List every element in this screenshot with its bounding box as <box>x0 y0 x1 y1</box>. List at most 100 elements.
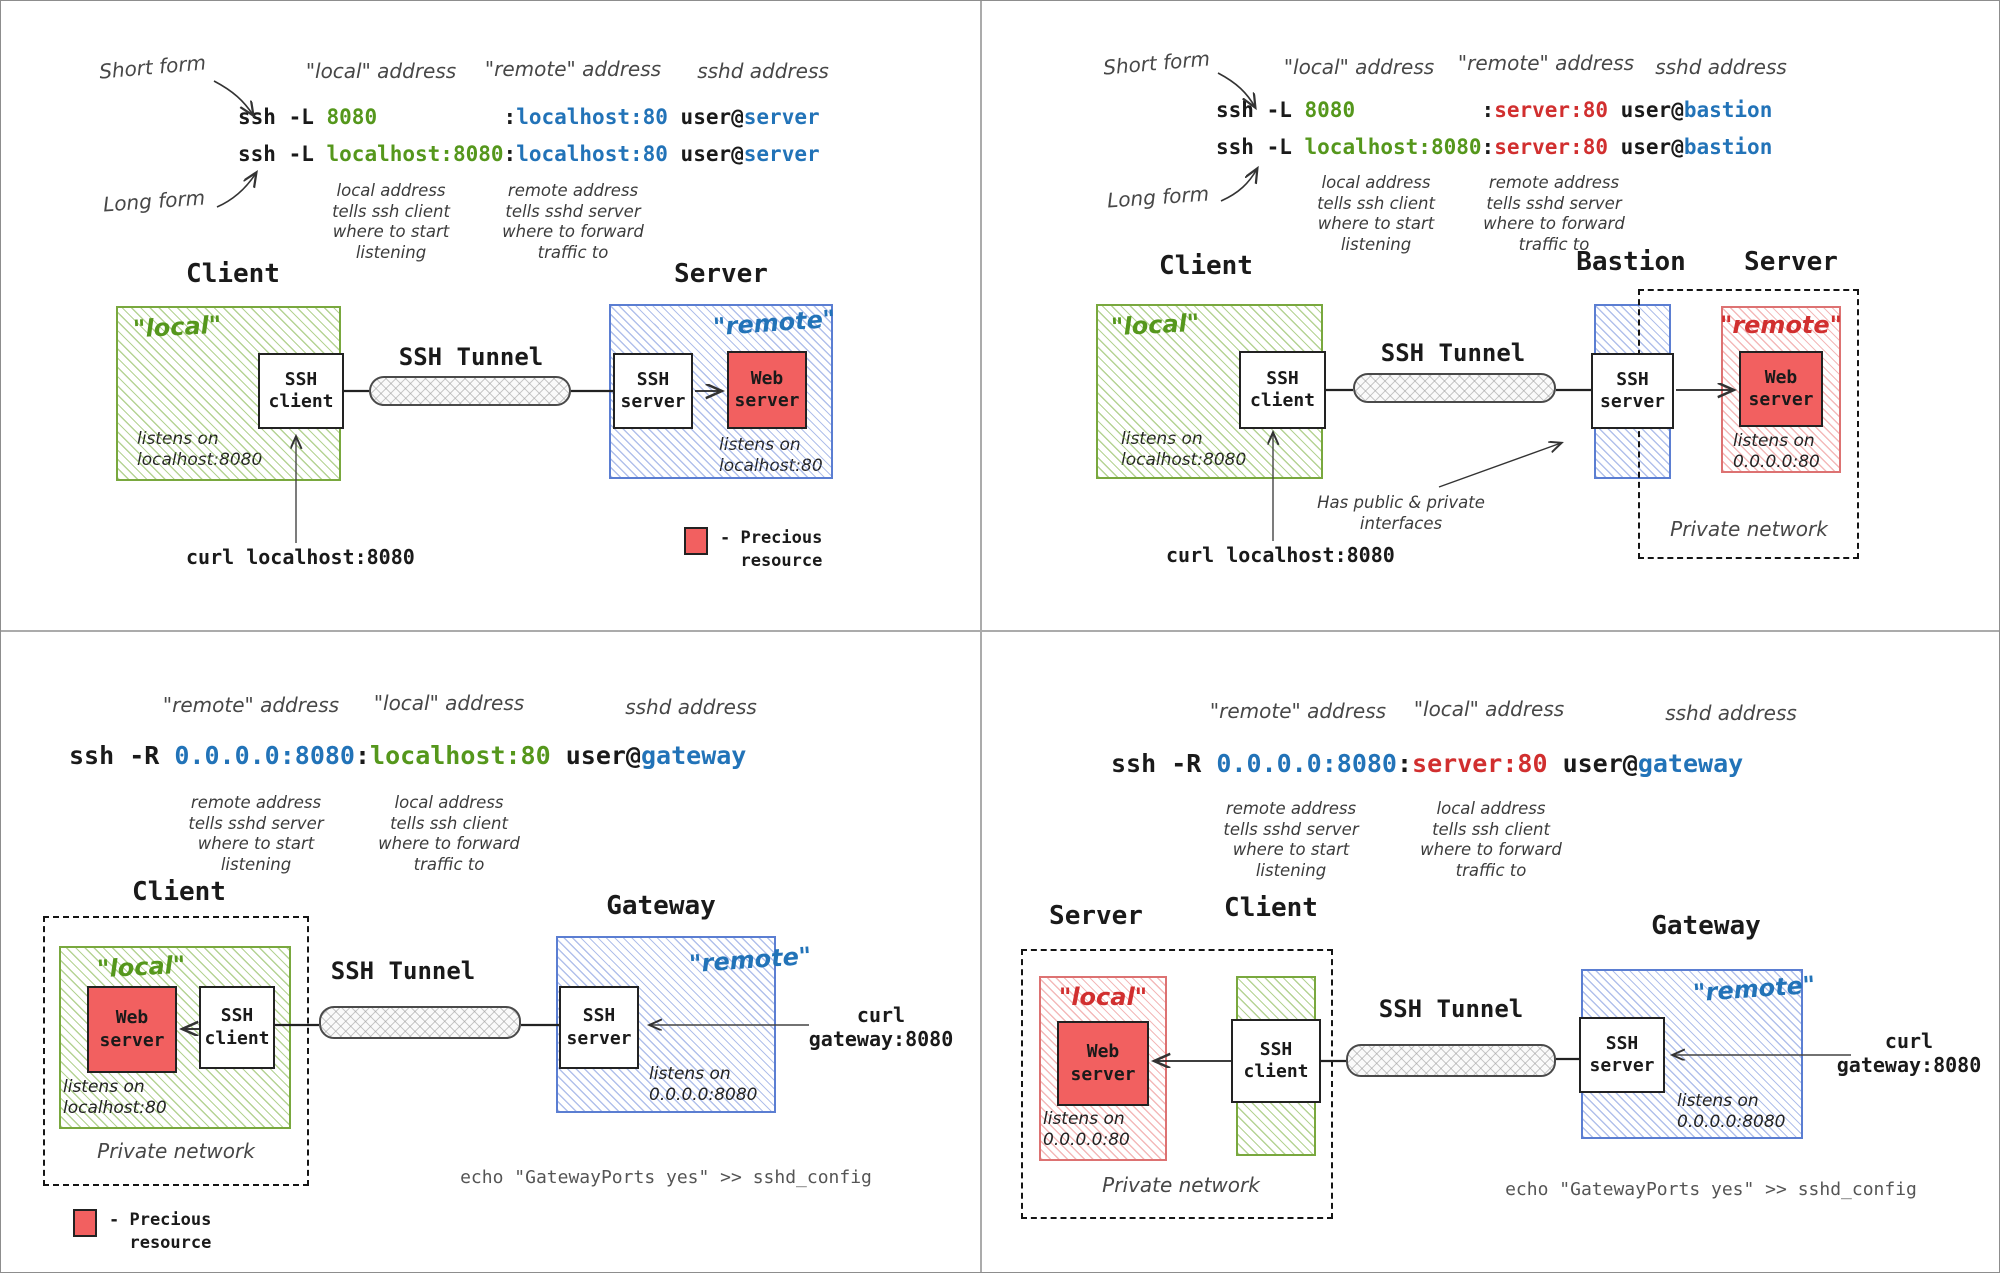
server-title: Server <box>674 259 768 289</box>
cmd-seg: ssh -R <box>69 741 175 770</box>
cmd-seg-local: 8080 <box>326 105 378 129</box>
curl-command: curl localhost:8080 <box>1166 543 1395 567</box>
cmd-seg-host: server <box>743 142 820 166</box>
web-listen-note: listens on 0.0.0.0:80 <box>1043 1109 1130 1151</box>
local-address-label: "local" address <box>1413 697 1565 721</box>
cmd-seg <box>377 105 503 129</box>
long-form-arrow <box>1220 169 1257 202</box>
cmd-seg-remote: server:80 <box>1494 98 1608 122</box>
ssh-tunnel-tube <box>319 1006 521 1039</box>
local-address-label: "local" address <box>305 59 457 83</box>
remote-address-label: "remote" address <box>484 57 662 81</box>
client-title: Client <box>1159 251 1253 281</box>
web-server-box: Web server <box>1057 1021 1149 1106</box>
client-title: Client <box>132 877 226 907</box>
local-tag: "local" <box>1110 308 1201 342</box>
gateway-title: Gateway <box>606 891 716 921</box>
ssh-tunnel-label: SSH Tunnel <box>1380 339 1526 367</box>
remote-address-note: remote address tells sshd server where t… <box>188 793 324 874</box>
private-network-box <box>1021 949 1333 1219</box>
ssh-server-box: SSH server <box>1591 353 1674 429</box>
ssh-server-box: SSH server <box>1579 1017 1665 1093</box>
ssh-command: ssh -R 0.0.0.0:8080:localhost:80 user@ga… <box>69 741 746 770</box>
remote-forward-panel: "remote" address "local" address sshd ad… <box>1 631 981 1272</box>
client-title: Client <box>186 259 280 289</box>
ssh-tunnel-label: SSH Tunnel <box>1378 995 1524 1023</box>
cmd-seg: user@ <box>1607 98 1684 122</box>
curl-command: curl localhost:8080 <box>186 545 415 569</box>
ssh-tunnel-tube <box>1353 373 1556 403</box>
ssh-client-box: SSH client <box>1231 1019 1321 1103</box>
ssh-command: ssh -R 0.0.0.0:8080:server:80 user@gatew… <box>1111 749 1743 778</box>
private-network-label: Private network <box>97 1139 255 1163</box>
private-network-box <box>43 916 309 1186</box>
sshd-address-label: sshd address <box>697 59 829 83</box>
cmd-seg: user@ <box>667 105 744 129</box>
cmd-seg-remote: localhost:80 <box>516 142 668 166</box>
local-address-label: "local" address <box>1283 55 1435 79</box>
remote-forward-server-panel: "remote" address "local" address sshd ad… <box>981 631 1999 1272</box>
cmd-seg: : <box>1481 98 1495 122</box>
ssh-command-long: ssh -L localhost:8080:server:80 user@bas… <box>1216 135 1772 159</box>
local-tag: "local" <box>1058 983 1148 1011</box>
local-tag: "local" <box>96 950 187 984</box>
cmd-seg-host: bastion <box>1683 135 1773 159</box>
cmd-seg-host: bastion <box>1683 98 1773 122</box>
remote-address-label: "remote" address <box>1457 51 1635 75</box>
ssh-tunnel-label: SSH Tunnel <box>398 343 544 371</box>
ssh-command-short: ssh -L 8080 :server:80 user@bastion <box>1216 98 1772 122</box>
web-server-box: Web server <box>87 986 177 1073</box>
cmd-seg: ssh -L <box>1216 98 1305 122</box>
cmd-seg: ssh -L <box>238 142 327 166</box>
client-title: Client <box>1224 893 1318 923</box>
remote-address-note: remote address tells sshd server where t… <box>1223 799 1359 880</box>
local-address-note: local address tells ssh client where to … <box>332 181 450 262</box>
ssh-client-box: SSH client <box>258 353 344 429</box>
remote-address-note: remote address tells sshd server where t… <box>1483 173 1625 254</box>
local-address-note: local address tells ssh client where to … <box>1317 173 1435 254</box>
cmd-seg-local: 8080 <box>1304 98 1356 122</box>
web-server-box: Web server <box>727 351 807 429</box>
local-address-note: local address tells ssh client where to … <box>1420 799 1562 880</box>
ssh-server-box: SSH server <box>613 353 693 429</box>
legend-label: - Precious resource <box>720 528 823 571</box>
cmd-seg: : <box>1396 749 1413 778</box>
web-listen-note: listens on localhost:80 <box>63 1077 167 1119</box>
local-address-label: "local" address <box>373 691 525 715</box>
bastion-title: Bastion <box>1576 247 1686 277</box>
bastion-note-arrow <box>1438 443 1561 488</box>
long-form-arrow <box>216 173 256 208</box>
short-form-label: Short form <box>1102 46 1211 80</box>
cmd-seg: user@ <box>667 142 744 166</box>
long-form-label: Long form <box>1106 181 1210 213</box>
ssh-tunnel-tube <box>369 376 571 406</box>
cmd-seg: : <box>503 105 517 129</box>
cmd-seg: : <box>503 142 517 166</box>
cmd-seg-host: gateway <box>640 741 747 770</box>
vertical-divider <box>980 1 982 1272</box>
cmd-seg: ssh -L <box>1216 135 1305 159</box>
precious-resource-swatch <box>73 1209 97 1237</box>
cmd-seg-local: server:80 <box>1412 749 1548 778</box>
legend-label: - Precious resource <box>109 1210 212 1253</box>
cmd-seg: user@ <box>1607 135 1684 159</box>
private-network-label: Private network <box>1670 517 1828 541</box>
precious-resource-swatch <box>684 527 708 555</box>
remote-tag: "remote" <box>1719 311 1843 339</box>
ssh-command-long: ssh -L localhost:8080:localhost:80 user@… <box>238 142 820 166</box>
ssh-client-box: SSH client <box>1239 351 1326 429</box>
server-title: Server <box>1049 901 1143 931</box>
cmd-seg-remote: localhost:80 <box>516 105 668 129</box>
cmd-seg-host: server <box>743 105 820 129</box>
long-form-label: Long form <box>102 185 206 217</box>
remote-address-label: "remote" address <box>162 693 340 717</box>
ssh-tunnel-label: SSH Tunnel <box>330 957 476 985</box>
legend-precious-resource: - Precious resource <box>73 1209 211 1255</box>
cmd-seg <box>1355 98 1481 122</box>
gateway-title: Gateway <box>1651 911 1761 941</box>
ssh-tunnel-tube <box>1346 1044 1556 1077</box>
bastion-note: Has public & private interfaces <box>1317 493 1485 533</box>
cmd-seg: ssh -L <box>238 105 327 129</box>
local-address-note: local address tells ssh client where to … <box>378 793 520 874</box>
